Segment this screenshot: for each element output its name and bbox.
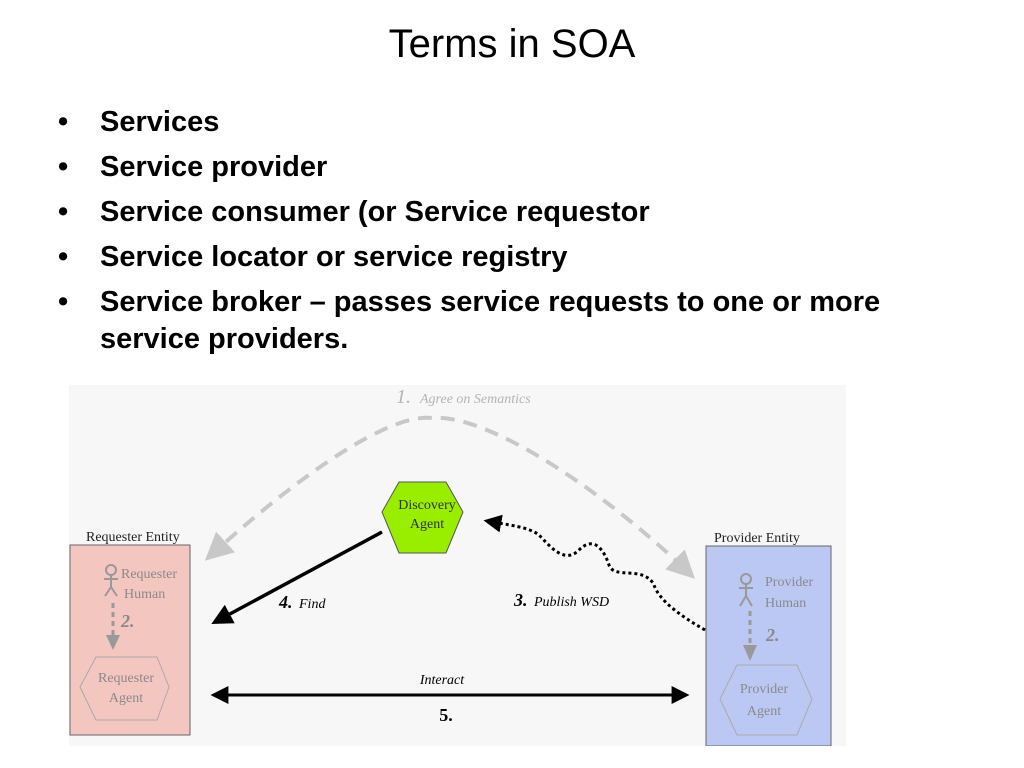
bullet-item: • Service provider <box>58 149 958 186</box>
requester-agent-hexagon <box>79 656 170 721</box>
bullet-dot: • <box>58 241 69 273</box>
requester-human-icon <box>104 564 118 597</box>
provider-step2-number: 2. <box>765 625 780 645</box>
bullet-text: Service broker – passes service requests… <box>100 286 881 355</box>
bullet-text: Service provider <box>100 151 328 183</box>
step4-number: 4. <box>278 592 293 612</box>
step3-label: Publish WSD <box>533 595 609 610</box>
bullet-item: • Services <box>58 104 958 141</box>
requester-entity-label: Requester Entity <box>86 530 180 545</box>
agree-semantics-arrow <box>204 415 696 579</box>
provider-human-label-2: Human <box>765 596 806 611</box>
provider-entity-label: Provider Entity <box>714 531 800 546</box>
requester-entity-box <box>69 544 191 736</box>
requester-agent-label-1: Requester <box>98 671 154 686</box>
find-arrow <box>211 530 383 624</box>
bullet-list: • Services • Service provider • Service con… <box>58 104 958 366</box>
step5-number: 5. <box>439 705 453 725</box>
publish-wsd-arrow <box>483 514 706 632</box>
provider-human-icon <box>739 573 753 607</box>
requester-step2-arrowhead <box>106 635 120 650</box>
step1-number: 1. <box>396 386 411 408</box>
requester-human-label-2: Human <box>124 587 165 602</box>
bullet-dot: • <box>58 151 69 183</box>
discovery-agent-label-2: Agent <box>410 517 444 532</box>
bullet-dot: • <box>58 196 69 228</box>
bullet-item: • Service consumer (or Service requestor <box>58 194 958 231</box>
requester-agent-label-2: Agent <box>109 691 143 706</box>
provider-agent-label-1: Provider <box>740 682 789 697</box>
step3-number: 3. <box>513 590 528 610</box>
bullet-item: • Service locator or service registry <box>58 239 958 276</box>
bullet-text: Service locator or service registry <box>100 241 568 273</box>
step1-label: Agree on Semantics <box>419 392 531 407</box>
bullet-dot: • <box>58 106 69 138</box>
step5-label: Interact <box>419 673 465 688</box>
step4-label: Find <box>298 597 326 612</box>
slide-title: Terms in SOA <box>388 22 636 66</box>
requester-human-label-1: Requester <box>121 567 177 582</box>
bullet-text: Service consumer (or Service requestor <box>100 196 650 228</box>
bullet-item: • Service broker – passes service request… <box>58 284 958 358</box>
provider-agent-hexagon <box>719 664 813 736</box>
soa-diagram: 1. Agree on Semantics Discovery Agent Re… <box>69 385 846 746</box>
discovery-agent-hexagon <box>381 481 464 554</box>
bullet-text: Services <box>100 106 220 138</box>
requester-step2-number: 2. <box>120 611 135 631</box>
provider-step2-arrowhead <box>743 645 757 661</box>
provider-agent-label-2: Agent <box>747 704 781 719</box>
bullet-dot: • <box>58 286 69 318</box>
discovery-agent-label-1: Discovery <box>398 498 456 513</box>
provider-human-label-1: Provider <box>765 575 814 590</box>
